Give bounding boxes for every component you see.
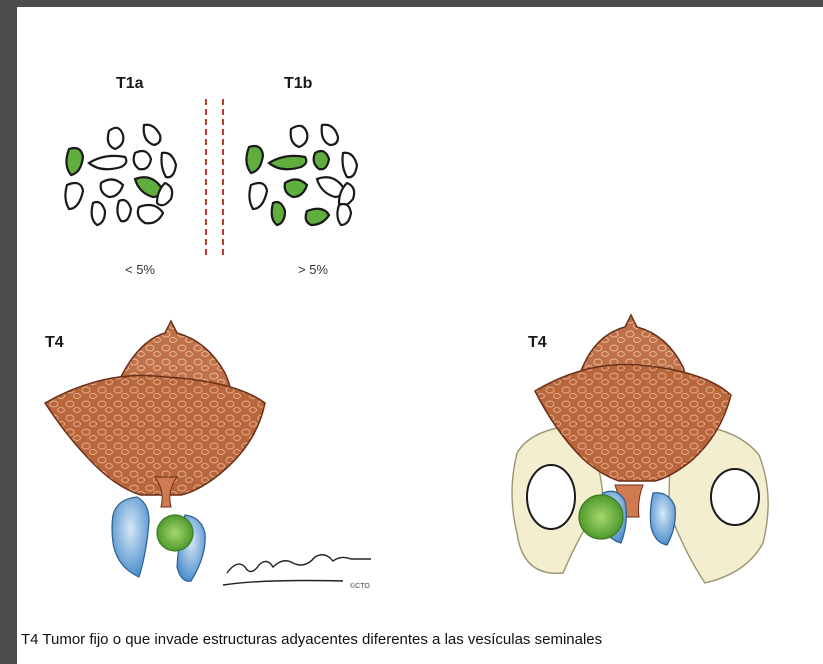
copyright-mark: ©CTO — [350, 583, 370, 590]
label-t4-right: T4 — [528, 334, 547, 352]
percent-less: < 5% — [125, 262, 155, 277]
label-t1a: T1a — [116, 75, 144, 93]
t1b-cell-cluster — [246, 125, 357, 225]
label-t1b: T1b — [284, 75, 312, 93]
t1a-cell-cluster — [65, 125, 176, 225]
label-t4-left: T4 — [45, 334, 64, 352]
t4-right-prostate — [512, 315, 768, 583]
t4-left-prostate — [45, 321, 265, 581]
figure-illustration — [17, 7, 823, 664]
divider-dashed-lines — [206, 99, 223, 257]
artist-signature — [223, 555, 371, 585]
figure-panel: T1a T1b < 5% > 5% T4 T4 ©CTO T4 Tumor fi… — [17, 7, 823, 664]
percent-greater: > 5% — [298, 262, 328, 277]
figure-caption: T4 Tumor fijo o que invade estructuras a… — [21, 631, 602, 648]
tumor-mass-right — [579, 495, 623, 539]
tumor-mass-left — [157, 515, 193, 551]
